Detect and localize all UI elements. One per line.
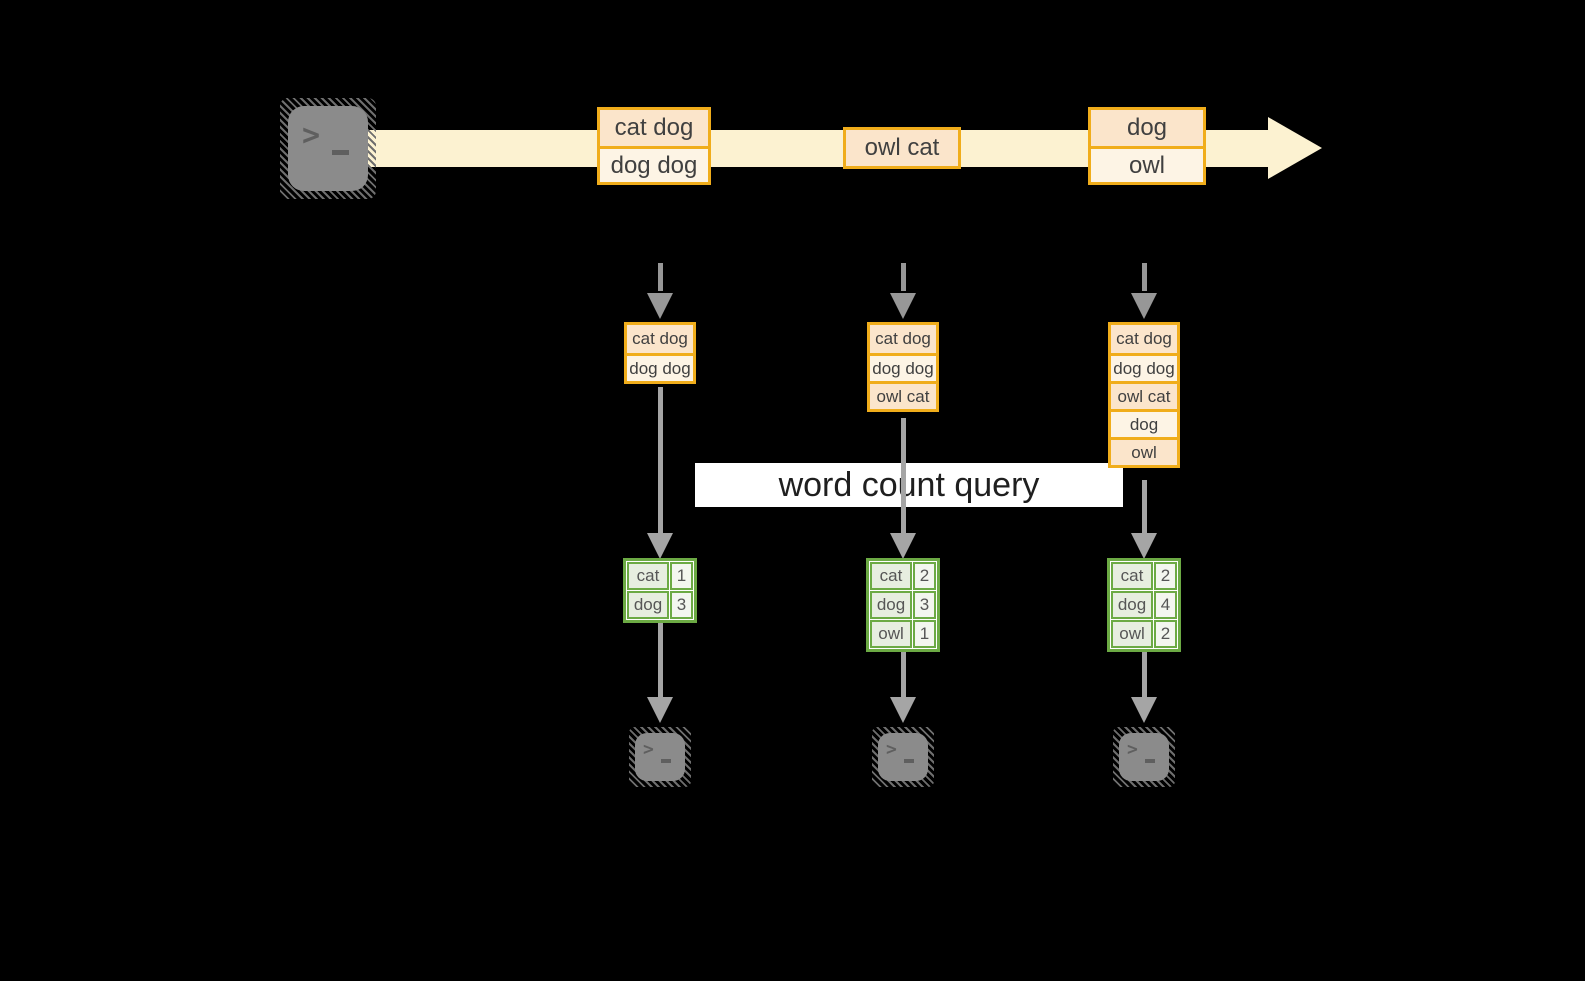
word-cell: dog — [627, 591, 669, 619]
terminal-screen: > — [635, 733, 685, 781]
word-cell: cat — [627, 562, 669, 590]
source-terminal-icon: > — [280, 98, 376, 199]
flow-arrowhead-icon — [647, 697, 673, 723]
stream-event-box: dog owl — [1088, 107, 1206, 185]
terminal-screen: > — [878, 733, 928, 781]
buffer-record: dog dog — [627, 353, 693, 381]
sink-terminal-icon: > — [872, 727, 934, 787]
word-cell: cat — [1111, 562, 1153, 590]
flow-arrowhead-icon — [647, 533, 673, 559]
buffer-stack: cat dog dog dog owl cat — [867, 322, 939, 412]
cursor-glyph-icon — [904, 759, 914, 763]
stream-record: dog — [1091, 110, 1203, 146]
stream-record: owl — [1091, 146, 1203, 182]
word-cell: dog — [870, 591, 912, 619]
word-count-query-banner: word count query — [695, 463, 1123, 507]
dashed-arrow-line — [901, 263, 906, 291]
count-cell: 3 — [670, 591, 693, 619]
buffer-record: owl cat — [870, 381, 936, 409]
buffer-stack: cat dog dog dog owl cat dog owl — [1108, 322, 1180, 468]
word-cell: owl — [870, 620, 912, 648]
word-cell: cat — [870, 562, 912, 590]
prompt-glyph-icon: > — [302, 118, 321, 153]
stream-record: dog dog — [600, 146, 708, 182]
prompt-glyph-icon: > — [643, 739, 654, 760]
count-cell: 2 — [913, 562, 936, 590]
flow-arrow-line — [1142, 480, 1147, 534]
dashed-arrowhead-icon — [647, 293, 673, 319]
prompt-glyph-icon: > — [1127, 739, 1138, 760]
count-row: dog 3 — [627, 591, 693, 619]
flow-arrow-line — [901, 418, 906, 534]
count-row: dog 4 — [1111, 591, 1177, 619]
flow-arrow-line — [658, 623, 663, 698]
flow-arrowhead-icon — [890, 697, 916, 723]
count-table: cat 2 dog 4 owl 2 — [1107, 558, 1181, 652]
count-cell: 2 — [1154, 562, 1177, 590]
prompt-glyph-icon: > — [886, 739, 897, 760]
dashed-arrow-line — [658, 263, 663, 291]
sink-terminal-icon: > — [629, 727, 691, 787]
flow-arrow-line — [901, 652, 906, 698]
count-table: cat 1 dog 3 — [623, 558, 697, 623]
flow-arrowhead-icon — [1131, 697, 1157, 723]
count-row: dog 3 — [870, 591, 936, 619]
stream-record: cat dog — [600, 110, 708, 146]
word-cell: owl — [1111, 620, 1153, 648]
terminal-screen: > — [1119, 733, 1169, 781]
buffer-record: cat dog — [870, 325, 936, 353]
dashed-arrowhead-icon — [890, 293, 916, 319]
flow-arrow-line — [1142, 652, 1147, 698]
stream-band-arrowhead-icon — [1268, 117, 1322, 179]
dashed-arrow-line — [1142, 263, 1147, 291]
stream-record: owl cat — [846, 130, 958, 166]
count-row: cat 2 — [870, 562, 936, 590]
buffer-record: cat dog — [627, 325, 693, 353]
buffer-record: owl — [1111, 437, 1177, 465]
count-row: owl 1 — [870, 620, 936, 648]
count-row: cat 2 — [1111, 562, 1177, 590]
dashed-arrowhead-icon — [1131, 293, 1157, 319]
count-cell: 3 — [913, 591, 936, 619]
count-cell: 4 — [1154, 591, 1177, 619]
flow-arrowhead-icon — [890, 533, 916, 559]
terminal-screen: > — [288, 106, 368, 191]
buffer-record: dog dog — [870, 353, 936, 381]
stream-event-box: owl cat — [843, 127, 961, 169]
count-cell: 1 — [913, 620, 936, 648]
count-row: cat 1 — [627, 562, 693, 590]
cursor-glyph-icon — [661, 759, 671, 763]
buffer-record: owl cat — [1111, 381, 1177, 409]
banner-label: word count query — [778, 465, 1040, 504]
count-row: owl 2 — [1111, 620, 1177, 648]
buffer-stack: cat dog dog dog — [624, 322, 696, 384]
flow-arrowhead-icon — [1131, 533, 1157, 559]
count-cell: 1 — [670, 562, 693, 590]
count-cell: 2 — [1154, 620, 1177, 648]
cursor-glyph-icon — [1145, 759, 1155, 763]
word-cell: dog — [1111, 591, 1153, 619]
buffer-record: cat dog — [1111, 325, 1177, 353]
count-table: cat 2 dog 3 owl 1 — [866, 558, 940, 652]
buffer-record: dog dog — [1111, 353, 1177, 381]
flow-arrow-line — [658, 387, 663, 534]
stream-event-box: cat dog dog dog — [597, 107, 711, 185]
sink-terminal-icon: > — [1113, 727, 1175, 787]
buffer-record: dog — [1111, 409, 1177, 437]
cursor-glyph-icon — [332, 150, 349, 155]
